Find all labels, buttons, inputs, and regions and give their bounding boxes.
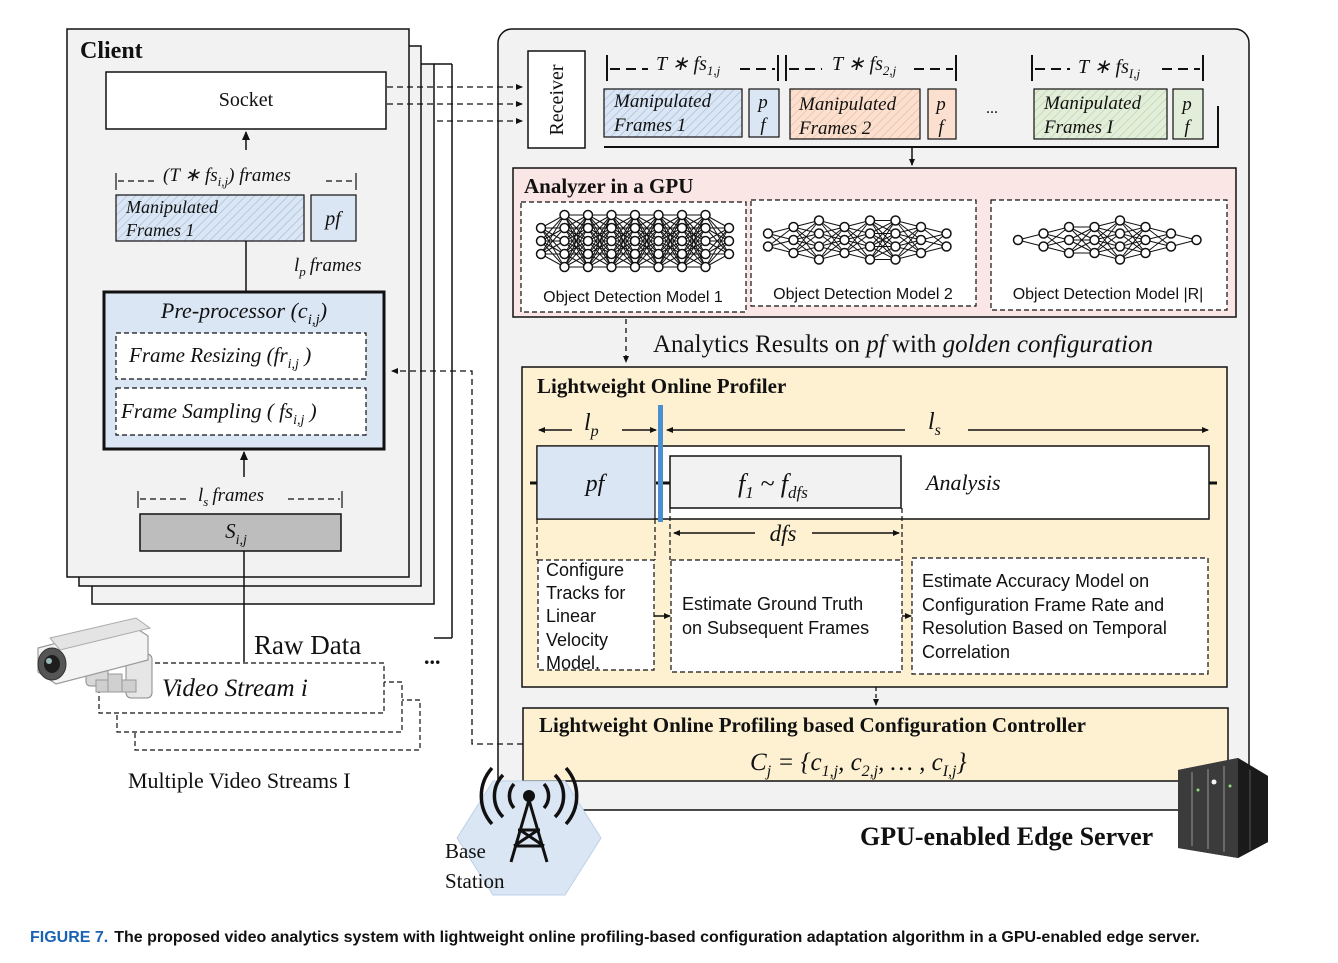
receiver-label: Receiver xyxy=(546,64,568,135)
mf2-line2: Frames 2 xyxy=(798,118,872,139)
socket-box xyxy=(105,71,387,130)
client-pf-label: pf xyxy=(323,208,343,230)
client-ls-bracket xyxy=(137,491,343,508)
neural-network-icon-3 xyxy=(1012,215,1202,265)
interval1-label: T ∗ fs1,j xyxy=(656,53,721,78)
client-pf-box xyxy=(310,194,357,242)
neural-network-icon-2 xyxy=(762,215,952,265)
neural-network-icon-1 xyxy=(535,209,735,273)
step1-line5: Model. xyxy=(546,653,600,673)
step3-line4: Correlation xyxy=(922,642,1010,662)
server-label: GPU-enabled Edge Server xyxy=(860,822,1153,851)
mf3-line2: Frames I xyxy=(1043,117,1115,138)
caption-label: FIGURE 7. xyxy=(30,929,109,946)
step2-line1: Estimate Ground Truth xyxy=(682,594,863,614)
timeline-divider xyxy=(658,405,663,522)
raw-data-label: Raw Data xyxy=(254,630,361,660)
analyzer-title: Analyzer in a GPU xyxy=(524,174,693,198)
pf-box-i xyxy=(1172,88,1204,140)
multiple-streams-label: Multiple Video Streams I xyxy=(128,768,351,793)
step3-line1: Estimate Accuracy Model on xyxy=(922,571,1149,591)
f-range-label: f1 ~ fdfs xyxy=(738,469,808,502)
receiver-box xyxy=(527,50,586,149)
timeline-pf xyxy=(536,445,656,520)
profiler-title: Lightweight Online Profiler xyxy=(537,374,786,398)
socket-receiver-arrows xyxy=(387,84,523,124)
video-stream-label: Video Stream i xyxy=(162,675,308,702)
pf2-f: f xyxy=(938,117,946,138)
mf3-line1: Manipulated xyxy=(1043,93,1142,114)
socket-label: Socket xyxy=(219,89,274,111)
controller-formula: Cj = {c1,j, c2,j, … , cI,j} xyxy=(750,749,966,780)
model1-label: Object Detection Model 1 xyxy=(543,289,723,306)
base-station-line2: Station xyxy=(445,869,505,893)
frame-sampling-box xyxy=(115,387,367,436)
profiler-ls: ls xyxy=(928,409,941,439)
timeline-f-range xyxy=(669,455,902,509)
profiler-lp: lp xyxy=(584,410,599,440)
interval2-label: T ∗ fs2,j xyxy=(832,53,897,78)
step1-box xyxy=(537,559,655,671)
frame-sampling-label: Frame Sampling ( fsi,j ) xyxy=(120,399,317,428)
step2-line2: on Subsequent Frames xyxy=(682,618,869,638)
mf1-line1: Manipulated xyxy=(613,91,712,112)
step1-line1: Configure xyxy=(546,560,624,580)
manipulated-frames-1 xyxy=(603,88,743,138)
mf1-line2: Frames 1 xyxy=(613,115,686,136)
pf3-p: p xyxy=(1180,94,1192,115)
pf1-f: f xyxy=(760,115,768,136)
timeline-pf-label: pf xyxy=(584,471,608,497)
client-dots: ... xyxy=(424,644,441,669)
pf-box-2 xyxy=(927,88,957,140)
step2-box xyxy=(670,559,903,673)
mf2-line1: Manipulated xyxy=(798,94,897,115)
manipulated-frames-2 xyxy=(789,88,921,140)
frame-resizing-box xyxy=(115,332,367,380)
camera-icon xyxy=(37,617,153,699)
base-station-icon xyxy=(456,766,602,896)
client-title: Client xyxy=(80,38,143,64)
step1-line4: Velocity xyxy=(546,630,608,650)
client-manipulated-frames xyxy=(115,194,305,242)
server-rack-icon xyxy=(1178,758,1268,858)
timeline-guides xyxy=(536,508,903,560)
client-manipulated-line1: Manipulated xyxy=(125,197,219,217)
source-box xyxy=(139,513,342,552)
model3-label: Object Detection Model |R| xyxy=(1013,286,1204,303)
manipulated-frames-i xyxy=(1033,88,1168,140)
interval-brackets xyxy=(606,55,1204,81)
analysis-label: Analysis xyxy=(924,470,1001,495)
client-manipulated-line2: Frames 1 xyxy=(125,220,195,240)
analytics-results-label: Analytics Results on pf with golden conf… xyxy=(653,331,1153,358)
client-frames-label: (T ∗ fsi,j) frames xyxy=(163,165,291,189)
client-frames-bracket xyxy=(115,173,357,190)
feedback-arrow xyxy=(391,368,523,745)
controller-box xyxy=(522,707,1229,782)
step3-line3: Resolution Based on Temporal xyxy=(922,618,1167,638)
step1-line3: Linear xyxy=(546,606,596,626)
step3-line2: Configuration Frame Rate and xyxy=(922,595,1164,615)
figure-caption: FIGURE 7. The proposed video analytics sy… xyxy=(30,929,1320,947)
controller-title: Lightweight Online Profiling based Confi… xyxy=(539,713,1086,737)
base-station-line1: Base xyxy=(445,839,486,863)
frame-resizing-label: Frame Resizing (fri,j ) xyxy=(128,343,311,372)
source-label: Si,j xyxy=(225,519,247,548)
step3-box xyxy=(911,557,1209,675)
model2-label: Object Detection Model 2 xyxy=(773,286,953,303)
pf-box-1 xyxy=(748,88,780,138)
pf3-f: f xyxy=(1184,117,1192,138)
model3-box xyxy=(990,199,1228,311)
preprocessor-title: Pre-processor (ci,j) xyxy=(160,298,327,328)
step1-line2: Tracks for xyxy=(546,583,625,603)
dfs-label: dfs xyxy=(770,521,797,546)
pf1-p: p xyxy=(756,92,768,113)
frames-ellipsis: ... xyxy=(986,100,998,117)
interval3-label: T ∗ fsI,j xyxy=(1078,56,1140,81)
pf2-p: p xyxy=(934,94,946,115)
caption-text: The proposed video analytics system with… xyxy=(114,929,1200,946)
